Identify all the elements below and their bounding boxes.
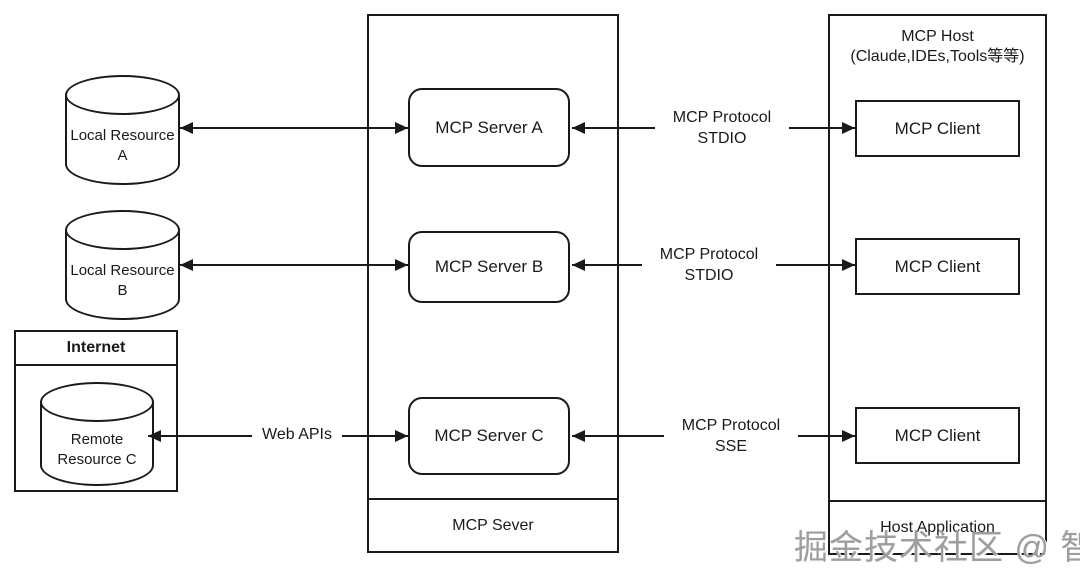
arrowhead-right-icon — [842, 259, 855, 271]
mcp-server-b-node: MCP Server B — [408, 231, 570, 303]
mcp-client-3-label: MCP Client — [894, 425, 981, 445]
arrowhead-right-icon — [842, 430, 855, 442]
internet-title: Internet — [16, 332, 176, 366]
arrowhead-left-icon — [572, 122, 585, 134]
arrowhead-right-icon — [842, 122, 855, 134]
local-resource-b-cylinder: Local Resource B — [65, 210, 180, 320]
mcp-host-title-line1: MCP Host — [901, 28, 974, 45]
edge-label-protocol-sse: MCP Protocol SSE — [664, 415, 798, 457]
mcp-host-title-line2: (Claude,IDEs,Tools等等) — [850, 48, 1025, 65]
cylinder-top-ellipse — [65, 75, 180, 115]
arrowhead-left-icon — [180, 122, 193, 134]
mcp-client-3-node: MCP Client — [855, 407, 1020, 464]
arrowhead-right-icon — [395, 122, 408, 134]
arrowhead-left-icon — [148, 430, 161, 442]
internet-frame: Internet Remote Resource C — [14, 330, 178, 492]
arrowhead-left-icon — [180, 259, 193, 271]
edge-label-web-apis: Web APIs — [252, 424, 342, 445]
local-resource-b-label: Local Resource B — [70, 261, 175, 299]
edge-resource-a-server-a — [180, 127, 408, 129]
mcp-client-1-node: MCP Client — [855, 100, 1020, 157]
local-resource-a-cylinder: Local Resource A — [65, 75, 180, 185]
edge-label-protocol-stdio-2: MCP Protocol STDIO — [642, 244, 776, 286]
remote-resource-c-cylinder: Remote Resource C — [40, 382, 154, 486]
mcp-client-2-node: MCP Client — [855, 238, 1020, 295]
watermark-text: 掘金技术社区 @ 智泊AI — [794, 529, 1080, 567]
remote-resource-c-label: Remote Resource C — [57, 430, 137, 468]
mcp-server-c-node: MCP Server C — [408, 397, 570, 475]
mcp-server-c-label: MCP Server C — [434, 426, 544, 445]
mcp-server-a-label: MCP Server A — [435, 117, 543, 137]
edge-label-protocol-stdio-1: MCP Protocol STDIO — [655, 107, 789, 149]
mcp-server-b-label: MCP Server B — [434, 257, 544, 276]
mcp-client-1-label: MCP Client — [894, 118, 981, 138]
mcp-server-a-node: MCP Server A — [408, 88, 570, 167]
arrowhead-right-icon — [395, 259, 408, 271]
mcp-host-title: MCP Host (Claude,IDEs,Tools等等) — [830, 27, 1045, 67]
host-application-footer-label: Host Application — [830, 500, 1045, 553]
cylinder-top-ellipse — [65, 210, 180, 250]
arrowhead-left-icon — [572, 259, 585, 271]
arrowhead-right-icon — [395, 430, 408, 442]
arrowhead-left-icon — [572, 430, 585, 442]
edge-resource-b-server-b — [180, 264, 408, 266]
cylinder-top-ellipse — [40, 382, 154, 422]
local-resource-a-label: Local Resource A — [70, 126, 175, 164]
mcp-server-footer-label: MCP Sever — [369, 498, 617, 551]
mcp-client-2-label: MCP Client — [894, 256, 981, 276]
